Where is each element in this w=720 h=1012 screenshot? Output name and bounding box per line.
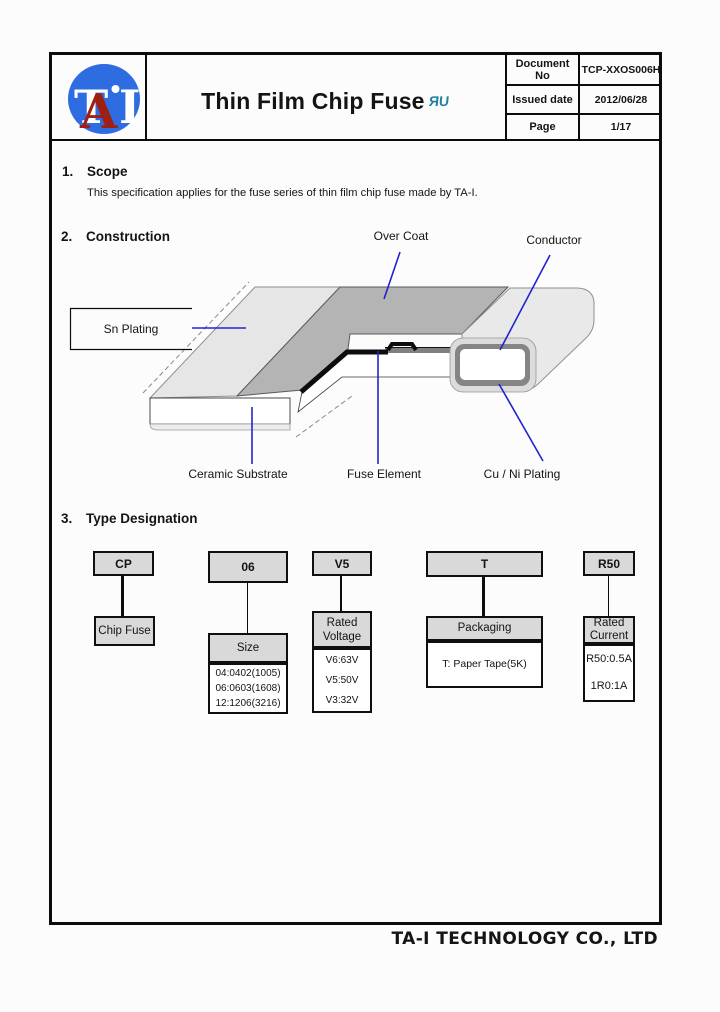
hidden-edge-line bbox=[295, 395, 353, 438]
logo-letter-a: A bbox=[79, 84, 118, 136]
callout-lines bbox=[69, 251, 551, 464]
hidden-edge-line bbox=[142, 281, 250, 394]
type-code-box-r50: R50 bbox=[583, 551, 635, 576]
connector-06 bbox=[247, 583, 248, 633]
construction-diagram bbox=[69, 251, 595, 464]
construction-heading-number: 2. bbox=[61, 229, 73, 244]
sn-plating-callout-box bbox=[69, 307, 192, 351]
ul-recognized-mark-icon: ЯU bbox=[427, 93, 450, 109]
type-code-box-t: T bbox=[426, 551, 543, 577]
chip-fuse-category-box: Chip Fuse bbox=[94, 616, 155, 646]
rated-voltage-option: V6:63V bbox=[325, 654, 359, 666]
logo-dot bbox=[111, 85, 120, 93]
scope-body-text: This specification applies for the fuse … bbox=[87, 187, 478, 199]
logo-letter-i: I bbox=[119, 80, 141, 134]
packaging-option: T: Paper Tape(5K) bbox=[442, 658, 527, 670]
doc-table-row-divider-1 bbox=[507, 84, 662, 86]
ceramic-substrate-label: Ceramic Substrate bbox=[188, 467, 288, 481]
company-logo: T I A bbox=[68, 64, 141, 136]
fuse-element-label: Fuse Element bbox=[346, 467, 422, 481]
scope-heading: 1. Scope bbox=[62, 164, 128, 179]
type-designation-heading-number: 3. bbox=[61, 511, 73, 526]
fuse-element-shape bbox=[299, 349, 388, 394]
construction-heading: 2. Construction bbox=[61, 229, 170, 244]
conductor-label: Conductor bbox=[526, 233, 582, 247]
size-category-box: Size bbox=[208, 633, 288, 663]
size-option: 12:1206(3216) bbox=[215, 698, 281, 709]
connector-cp bbox=[121, 576, 124, 616]
connector-t bbox=[482, 577, 485, 616]
rated-current-option: 1R0:1A bbox=[590, 680, 628, 692]
rated-current-option: R50:0.5A bbox=[586, 653, 632, 665]
size-option: 06:0603(1608) bbox=[215, 683, 281, 694]
scope-heading-title: Scope bbox=[87, 164, 128, 179]
page-title: Thin Film Chip Fuse bbox=[201, 87, 425, 114]
ceramic-front-face bbox=[149, 397, 291, 425]
doc-no-label: Document No bbox=[515, 57, 570, 82]
rated-voltage-category-box: Rated Voltage bbox=[312, 611, 372, 648]
type-designation-heading-title: Type Designation bbox=[86, 511, 198, 526]
header-divider-logo bbox=[145, 52, 147, 141]
logo-circle bbox=[68, 64, 140, 134]
rated-voltage-option: V3:32V bbox=[325, 695, 359, 707]
logo-letter-t: T bbox=[74, 80, 108, 134]
sn-plating-label: Sn Plating bbox=[103, 322, 159, 336]
issued-date-label: Issued date bbox=[512, 93, 573, 106]
type-designation-heading: 3. Type Designation bbox=[61, 511, 198, 526]
end-cap-ceramic-core bbox=[460, 349, 525, 380]
doc-table-column-divider bbox=[578, 55, 580, 139]
page-label: Page bbox=[529, 121, 556, 133]
title-area: Thin Film Chip Fuse ЯU bbox=[147, 84, 503, 118]
over-coat-leader-line bbox=[383, 251, 401, 300]
fuse-element-step bbox=[386, 342, 418, 352]
rated-voltage-option: V5:50V bbox=[325, 674, 359, 686]
rated-current-category-box: Rated Current bbox=[583, 616, 635, 644]
construction-heading-title: Construction bbox=[86, 229, 170, 244]
rated-voltage-options-box: V6:63V V5:50V V3:32V bbox=[312, 648, 372, 713]
chip-drawing bbox=[142, 281, 595, 438]
type-code-box-cp: CP bbox=[93, 551, 154, 576]
packaging-options-box: T: Paper Tape(5K) bbox=[426, 641, 543, 688]
type-code-box-06: 06 bbox=[208, 551, 288, 583]
size-option: 04:0402(1005) bbox=[215, 668, 281, 679]
cu-ni-plating-label: Cu / Ni Plating bbox=[483, 467, 561, 481]
chip-bottom-edge bbox=[149, 423, 291, 431]
rated-current-options-box: R50:0.5A 1R0:1A bbox=[583, 644, 635, 702]
size-options-box: 04:0402(1005) 06:0603(1608) 12:1206(3216… bbox=[208, 663, 288, 714]
issued-date-value: 2012/06/28 bbox=[594, 93, 648, 106]
conductor-shape bbox=[385, 348, 462, 353]
company-name-footer: TA-I TECHNOLOGY CO., LTD bbox=[391, 929, 658, 949]
over-coat-label: Over Coat bbox=[373, 229, 429, 243]
doc-no-value: TCP-XXOS006H bbox=[581, 63, 661, 76]
cu-ni-plating-leader-line bbox=[498, 383, 544, 462]
page-frame bbox=[49, 52, 662, 925]
page-number-value: 1/17 bbox=[610, 121, 632, 133]
type-code-box-v5: V5 bbox=[312, 551, 372, 576]
conductor-leader-line bbox=[499, 254, 551, 351]
header-divider-table bbox=[505, 52, 507, 141]
header-bottom-border bbox=[49, 139, 662, 141]
connector-v5 bbox=[340, 576, 342, 612]
packaging-category-box: Packaging bbox=[426, 616, 543, 641]
scope-heading-number: 1. bbox=[62, 164, 74, 179]
connector-r50 bbox=[608, 576, 609, 616]
doc-table-row-divider-2 bbox=[507, 113, 662, 115]
